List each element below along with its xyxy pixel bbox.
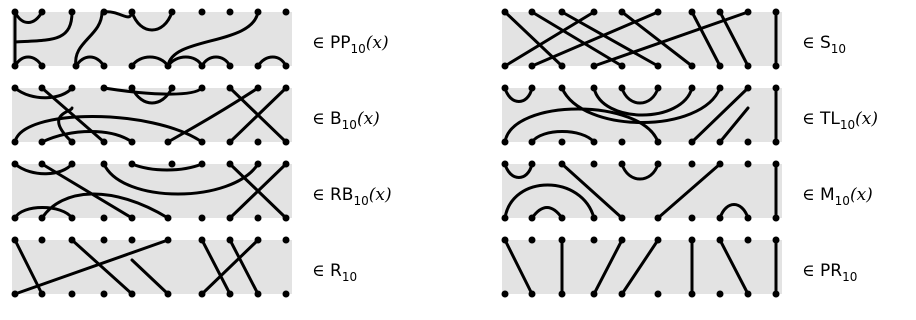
diagram-rook-monoid bbox=[11, 236, 292, 298]
diagram-temperley-lieb-algebra bbox=[501, 84, 782, 146]
label-rb: ∈ RB10(x) bbox=[312, 185, 392, 208]
label-b: ∈ B10(x) bbox=[312, 109, 380, 132]
diagram-panel bbox=[502, 164, 782, 218]
label-pp: ∈ PP10(x) bbox=[312, 33, 389, 56]
label-pr: ∈ PR10 bbox=[802, 261, 857, 284]
label-m: ∈ M10(x) bbox=[802, 185, 873, 208]
diagram-panel bbox=[502, 240, 782, 294]
diagram-rook-brauer-algebra bbox=[11, 160, 292, 222]
diagram-planar-rook-monoid bbox=[501, 236, 782, 298]
label-tl: ∈ TL10(x) bbox=[802, 109, 878, 132]
label-s: ∈ S10 bbox=[802, 33, 846, 56]
diagram-partition-algebra bbox=[11, 8, 292, 70]
diagram-brauer-algebra bbox=[11, 84, 292, 146]
diagram-symmetric-group bbox=[501, 8, 782, 70]
label-r: ∈ R10 bbox=[312, 261, 357, 284]
diagram-motzkin-algebra bbox=[501, 160, 782, 222]
